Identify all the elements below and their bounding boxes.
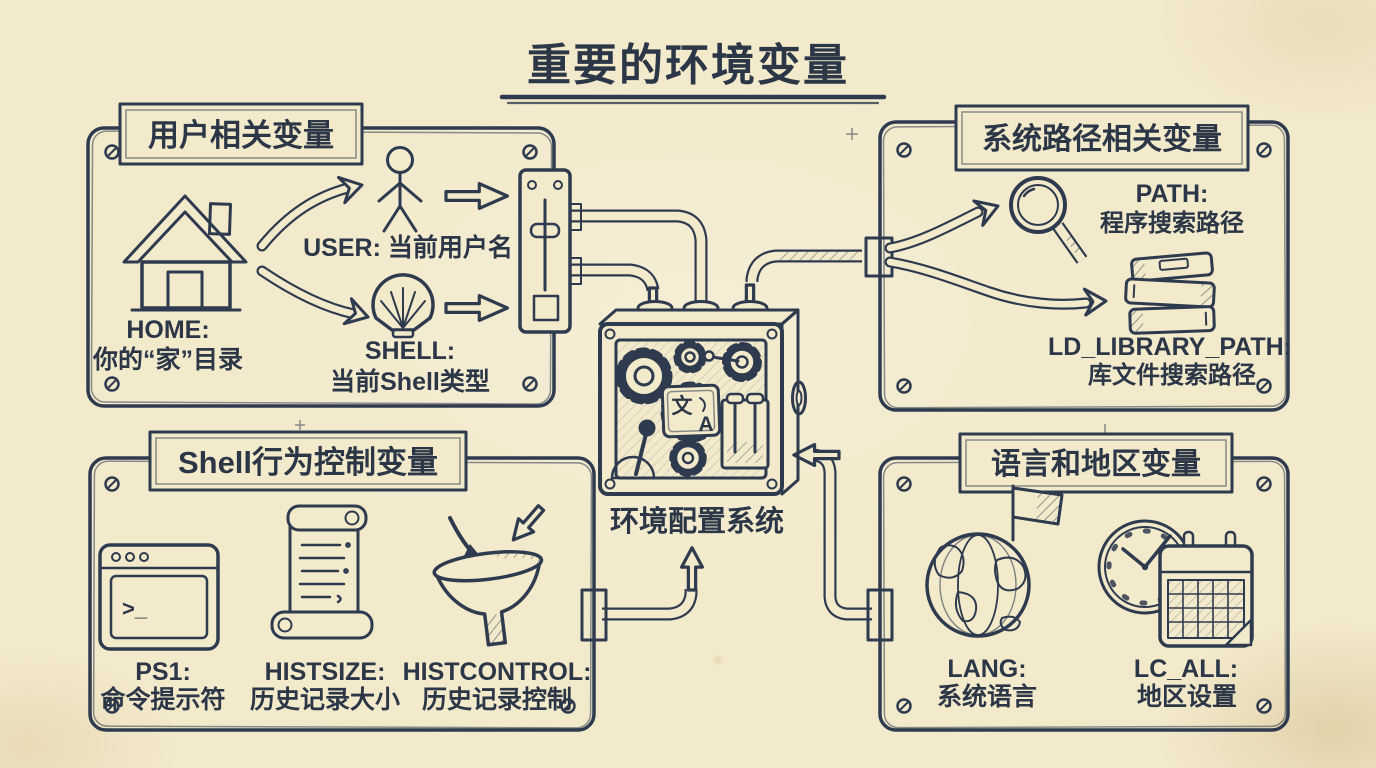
lang-name: LANG: bbox=[947, 655, 1026, 683]
user-label: USER: 当前用户名 bbox=[303, 233, 513, 262]
path-name: PATH: bbox=[1136, 180, 1209, 208]
gear-icon bbox=[673, 340, 707, 374]
translate-chip-icon: 文 A bbox=[660, 383, 722, 439]
junction-box bbox=[866, 588, 894, 642]
ld-desc: 库文件搜索路径 bbox=[1088, 361, 1256, 389]
arrow-shellctl-up bbox=[680, 546, 704, 591]
scroll-icon bbox=[270, 504, 374, 640]
chip-glyph-top: 文 bbox=[672, 394, 694, 418]
ps1-name: PS1: bbox=[135, 658, 191, 686]
shell-name: SHELL: bbox=[365, 337, 455, 365]
shell-icon bbox=[371, 273, 435, 339]
panel-syspath-title: 系统路径相关变量 bbox=[982, 122, 1222, 156]
levers-icon bbox=[720, 392, 770, 470]
slider-control-icon bbox=[518, 168, 582, 334]
magnifier-icon bbox=[1009, 176, 1088, 264]
machine-icon: 文 A 环境配置系统 bbox=[598, 300, 807, 538]
machine-label: 环境配置系统 bbox=[610, 504, 784, 538]
histcontrol-desc: 历史记录控制 bbox=[422, 686, 572, 714]
pipe-locale-to-machine bbox=[806, 448, 872, 621]
arrow-user-to-slider bbox=[444, 182, 509, 210]
panel-user-titlebox bbox=[118, 102, 364, 166]
shell-desc: 当前Shell类型 bbox=[330, 367, 490, 396]
home-name: HOME: bbox=[126, 316, 209, 344]
funnel-icon bbox=[432, 500, 550, 647]
sketch-marks bbox=[295, 128, 1106, 434]
arrow-shell-to-slider bbox=[444, 294, 509, 322]
histcontrol-name: HISTCONTROL: bbox=[403, 658, 592, 686]
histsize-name: HISTSIZE: bbox=[265, 658, 386, 686]
machine-side-port bbox=[791, 380, 807, 416]
histsize-desc: 历史记录大小 bbox=[250, 686, 400, 714]
panel-shellctl-vars: Shell行为控制变量 >_ bbox=[88, 430, 608, 732]
home-desc: 你的“家”目录 bbox=[92, 345, 243, 374]
pipe-slider-upper bbox=[568, 209, 708, 303]
panel-user-vars: 用户相关变量 bbox=[86, 102, 556, 408]
panel-locale-title: 语言和地区变量 bbox=[991, 447, 1201, 481]
house-icon bbox=[122, 194, 248, 312]
panel-syspath-titlebox bbox=[954, 104, 1250, 172]
books-icon bbox=[1124, 251, 1216, 335]
page-title-group: 重要的环境变量 bbox=[499, 41, 887, 105]
terminal-icon: >_ bbox=[98, 543, 220, 651]
panel-user-title: 用户相关变量 bbox=[148, 118, 334, 153]
panel-shellctl-title: Shell行为控制变量 bbox=[178, 445, 438, 480]
gear-icon bbox=[703, 342, 762, 382]
gear-icon bbox=[615, 347, 673, 405]
globe-flag-icon bbox=[925, 484, 1064, 638]
panel-shellctl-titlebox bbox=[148, 430, 468, 492]
ps1-desc: 命令提示符 bbox=[100, 685, 225, 714]
stick-figure-icon bbox=[377, 146, 423, 233]
path-desc: 程序搜索路径 bbox=[1100, 209, 1244, 237]
joystick-icon bbox=[610, 419, 656, 480]
chip-glyph-bottom: A bbox=[698, 413, 713, 436]
panel-locale-titlebox bbox=[958, 432, 1234, 494]
ld-name: LD_LIBRARY_PATH: bbox=[1048, 333, 1292, 361]
lcall-name: LC_ALL: bbox=[1134, 655, 1238, 683]
panel-locale-vars: 语言和地区变量 bbox=[866, 432, 1290, 732]
lang-desc: 系统语言 bbox=[937, 682, 1037, 711]
junction-box bbox=[580, 588, 608, 642]
calendar-icon bbox=[1158, 530, 1254, 648]
gear-icon bbox=[669, 439, 707, 477]
lcall-desc: 地区设置 bbox=[1137, 683, 1237, 711]
terminal-prompt: >_ bbox=[122, 596, 148, 621]
page-title: 重要的环境变量 bbox=[527, 41, 849, 90]
panel-syspath-vars: 系统路径相关变量 bbox=[864, 104, 1292, 412]
